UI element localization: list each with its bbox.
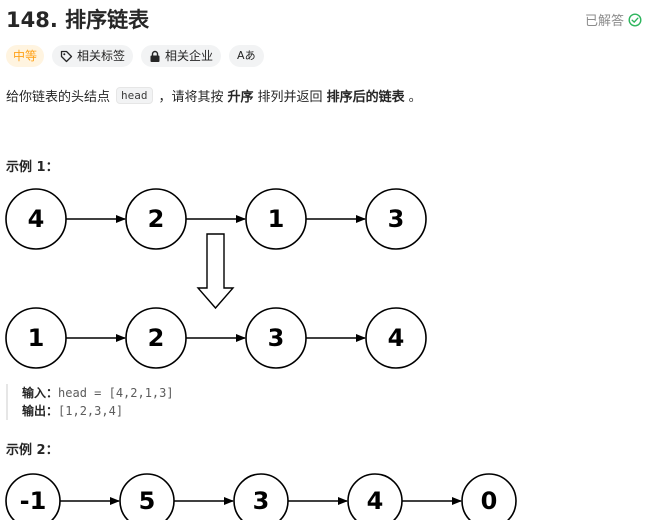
- desc-bold-ascending: 升序: [227, 90, 254, 105]
- output-value: [1,2,3,4]: [58, 404, 124, 418]
- difficulty-label: 中等: [13, 49, 38, 63]
- list-node-value: 3: [388, 205, 405, 233]
- list-node: 3: [233, 473, 289, 520]
- problem-header: 148. 排序链表 已解答: [6, 4, 644, 34]
- list-node-circle: [245, 188, 307, 250]
- list-node-circle: [461, 473, 517, 520]
- example-1-input-line: 输入：head = [4,2,1,3]: [22, 384, 174, 402]
- list-node: 0: [461, 473, 517, 520]
- desc-code-head: head: [116, 87, 153, 104]
- desc-bold-sorted-list: 排序后的链表: [326, 90, 405, 105]
- solved-status: 已解答: [585, 10, 642, 29]
- list-node: 1: [245, 188, 307, 250]
- list-node-circle: [365, 188, 427, 250]
- list-node-value: 2: [148, 324, 165, 352]
- list-node: 4: [5, 188, 67, 250]
- related-topics-button[interactable]: 相关标签: [52, 45, 134, 67]
- list-node-value: 3: [268, 324, 285, 352]
- lock-icon: [149, 50, 161, 63]
- translate-button[interactable]: Aあ: [229, 45, 264, 67]
- list-node-circle: [365, 307, 427, 369]
- list-node: -1: [5, 473, 61, 520]
- list-node: 1: [5, 307, 67, 369]
- input-value: head = [4,2,1,3]: [58, 386, 174, 400]
- example-1-title: 示例 1：: [6, 160, 59, 175]
- tag-icon: [60, 50, 73, 63]
- list-node: 3: [245, 307, 307, 369]
- desc-text-4: 。: [408, 90, 422, 105]
- tag-bar: 中等 相关标签 相关企业 Aあ: [6, 45, 264, 67]
- list-node-value: 2: [148, 205, 165, 233]
- solved-label: 已解答: [584, 14, 624, 29]
- output-label: 输出：: [22, 404, 59, 418]
- example-1-diagram: 4 2 1 3 1 2 3 4: [5, 188, 427, 369]
- list-node: 3: [365, 188, 427, 250]
- list-node-value: 5: [139, 487, 156, 515]
- example-1-io: 输入：head = [4,2,1,3] 输出：[1,2,3,4]: [6, 384, 174, 420]
- list-node-circle: [125, 307, 187, 369]
- difficulty-badge[interactable]: 中等: [6, 45, 45, 67]
- list-node-value: 4: [28, 205, 45, 233]
- related-topics-label: 相关标签: [77, 49, 126, 63]
- translate-icon: Aあ: [237, 49, 256, 62]
- list-node-circle: [5, 307, 67, 369]
- list-node-value: 4: [388, 324, 405, 352]
- list-node-circle: [347, 473, 403, 520]
- list-node-value: 3: [253, 487, 270, 515]
- list-after-sort: 1 2 3 4: [5, 307, 427, 369]
- desc-text-1: 给你链表的头结点: [6, 90, 111, 105]
- example-2-title: 示例 2：: [6, 443, 59, 458]
- desc-text-2: ，请将其按: [158, 90, 224, 105]
- list-node-circle: [245, 307, 307, 369]
- list-node-value: 1: [268, 205, 285, 233]
- example-2-diagram: -1 5 3 4 0: [5, 473, 517, 520]
- list-node-circle: [125, 188, 187, 250]
- list-node: 4: [365, 307, 427, 369]
- list-node: 4: [347, 473, 403, 520]
- desc-text-3: 排列并返回: [257, 90, 323, 105]
- list-node-circle: [5, 473, 61, 520]
- list-node-value: 1: [28, 324, 45, 352]
- list-node-circle: [119, 473, 175, 520]
- related-companies-label: 相关企业: [165, 49, 214, 63]
- list-node-value: 4: [367, 487, 384, 515]
- related-companies-button[interactable]: 相关企业: [141, 45, 222, 67]
- example-1-output-line: 输出：[1,2,3,4]: [22, 402, 174, 420]
- problem-title[interactable]: 148. 排序链表: [6, 8, 150, 32]
- list-before-sort: 4 2 1 3: [5, 188, 427, 250]
- list-example-2: -1 5 3 4 0: [5, 473, 517, 520]
- list-node-circle: [5, 188, 67, 250]
- check-circle-icon: [628, 12, 642, 27]
- problem-description: 给你链表的头结点 head ，请将其按 升序 排列并返回 排序后的链表 。: [6, 86, 422, 105]
- list-node-circle: [233, 473, 289, 520]
- input-label: 输入：: [22, 386, 59, 400]
- list-node: 2: [125, 307, 187, 369]
- list-node-value: -1: [20, 487, 47, 515]
- list-node-value: 0: [481, 487, 498, 515]
- list-node: 2: [125, 188, 187, 250]
- list-node: 5: [119, 473, 175, 520]
- transform-down-arrow: [196, 233, 235, 310]
